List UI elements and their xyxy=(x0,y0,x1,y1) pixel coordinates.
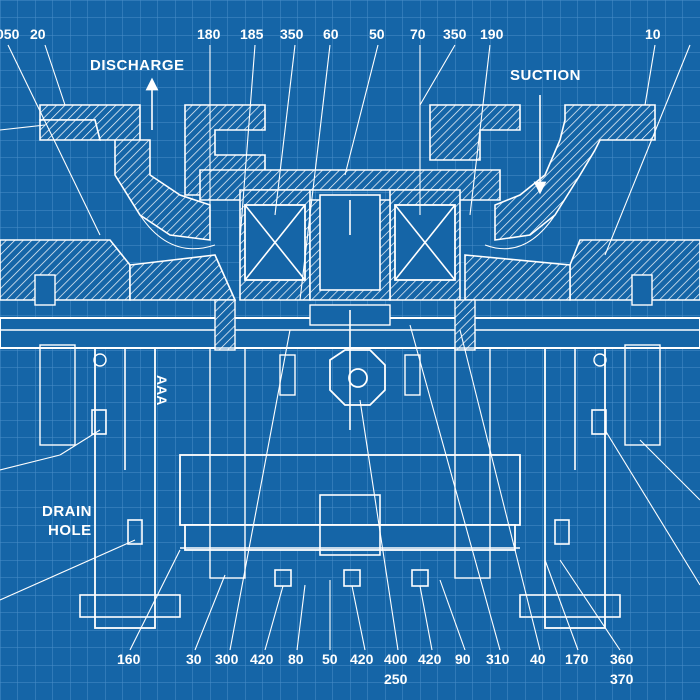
suction-label: SUCTION xyxy=(510,67,581,84)
callout-bottom-160: 160 xyxy=(117,651,141,667)
callout-top-350b: 350 xyxy=(443,26,467,42)
lower-frame: AAA xyxy=(39,344,661,629)
callout-bottom-80: 80 xyxy=(288,651,304,667)
callout-bottom-400: 400 xyxy=(384,651,408,667)
callout-bottom-170: 170 xyxy=(565,651,589,667)
drain-label-line1: DRAIN xyxy=(42,503,92,520)
discharge-label: DISCHARGE xyxy=(90,57,185,74)
callout-top-185: 185 xyxy=(240,26,264,42)
callout-top-10: 10 xyxy=(645,26,661,42)
bearing-blocks xyxy=(244,204,456,281)
callout-bottom-360: 360 xyxy=(610,651,634,667)
svg-text:AAA: AAA xyxy=(154,375,170,405)
callout-top-60: 60 xyxy=(323,26,339,42)
callout-bottom-90: 90 xyxy=(455,651,471,667)
callout-bottom-40: 40 xyxy=(530,651,546,667)
callout-bottom-300: 300 xyxy=(215,651,239,667)
callout-top-20: 20 xyxy=(30,26,46,42)
callout-bottom-420a: 420 xyxy=(250,651,274,667)
drain-label-line2: HOLE xyxy=(48,522,92,539)
callout-bottom-420b: 420 xyxy=(350,651,374,667)
callout-bottom-420c: 420 xyxy=(418,651,442,667)
top-leader-lines xyxy=(0,44,691,301)
side-ring-assemblies xyxy=(0,214,700,306)
bottom-leader-lines xyxy=(0,324,700,651)
callout-top-350a: 350 xyxy=(280,26,304,42)
callout-bottom-370: 370 xyxy=(610,671,634,687)
callout-top-70: 70 xyxy=(410,26,426,42)
callout-top-50: 50 xyxy=(369,26,385,42)
callout-top-190: 190 xyxy=(480,26,504,42)
base-plate xyxy=(0,299,700,430)
callout-bottom-310: 310 xyxy=(486,651,510,667)
callout-top-050: 050 xyxy=(0,26,20,42)
callout-bottom-30: 30 xyxy=(186,651,202,667)
callout-bottom-50: 50 xyxy=(322,651,338,667)
callout-top-180: 180 xyxy=(197,26,221,42)
callout-bottom-250: 250 xyxy=(384,671,408,687)
